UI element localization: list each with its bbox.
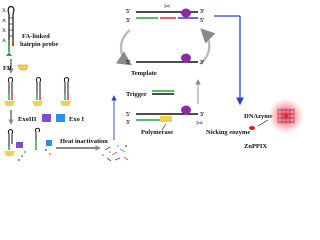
exonuclease-iii-icon xyxy=(42,114,51,122)
dnazyme-label: DNAzyme xyxy=(244,113,273,120)
fr-label: FR xyxy=(3,65,12,72)
probe-label-line1: FA-linked xyxy=(22,33,50,40)
zinc-protoporphyrin-icon xyxy=(249,126,255,130)
template-strand: 5' 3' Template xyxy=(126,53,205,77)
bottom-duplex: 5' 3' 3' Polymerase xyxy=(126,105,205,136)
bottom-3prime-b: 3' xyxy=(126,120,131,126)
top-3prime: 3' xyxy=(200,9,205,15)
probe-label-line2: hairpin probe xyxy=(20,41,58,48)
trigger-label: Trigger xyxy=(126,91,147,98)
label-x2: X xyxy=(2,28,6,34)
heat-inactivated-fragments xyxy=(102,145,129,162)
template-label: Template xyxy=(131,70,157,77)
exo1-label: Exo I xyxy=(69,116,84,123)
bottom-3prime: 3' xyxy=(200,112,205,118)
bottom-5prime: 5' xyxy=(126,112,131,118)
nicking-label: Nicking enzyme xyxy=(206,129,250,136)
exo3-label: ExoIII xyxy=(18,116,37,123)
heat-label: Heat inactivation xyxy=(60,138,108,145)
top-5prime-b: 5' xyxy=(200,18,205,24)
bound-probes xyxy=(4,77,71,106)
zppix-label: ZnPPIX xyxy=(244,143,267,150)
fluorescence-glow-icon xyxy=(268,98,304,134)
digestion-products xyxy=(4,127,52,161)
top-duplex: 5' 3' 3' 5' ✂ xyxy=(126,2,205,24)
trigger-strand: Trigger xyxy=(126,90,174,98)
label-a2: A xyxy=(2,38,6,44)
cycle-arrow-right xyxy=(199,28,216,65)
exonuclease-i-icon xyxy=(56,114,65,122)
hairpin-probe: X A X A xyxy=(2,5,15,56)
template-3prime: 3' xyxy=(200,60,205,66)
label-x1: X xyxy=(2,8,6,14)
top-3prime-b: 3' xyxy=(126,18,131,24)
assay-scheme: X A X A FA-linked hairpin probe FR xyxy=(2,2,304,162)
scissors-icon: ✂ xyxy=(196,119,204,129)
cycle-arrow-left xyxy=(116,29,132,66)
polymerase-label: Polymerase xyxy=(141,129,173,136)
template-5prime: 5' xyxy=(126,60,131,66)
diagram-stage: X A X A FA-linked hairpin probe FR xyxy=(2,2,304,162)
folate-receptor-icon xyxy=(17,64,29,71)
scissors-icon: ✂ xyxy=(164,2,171,11)
top-5prime: 5' xyxy=(126,9,131,15)
label-a1: A xyxy=(2,18,6,24)
